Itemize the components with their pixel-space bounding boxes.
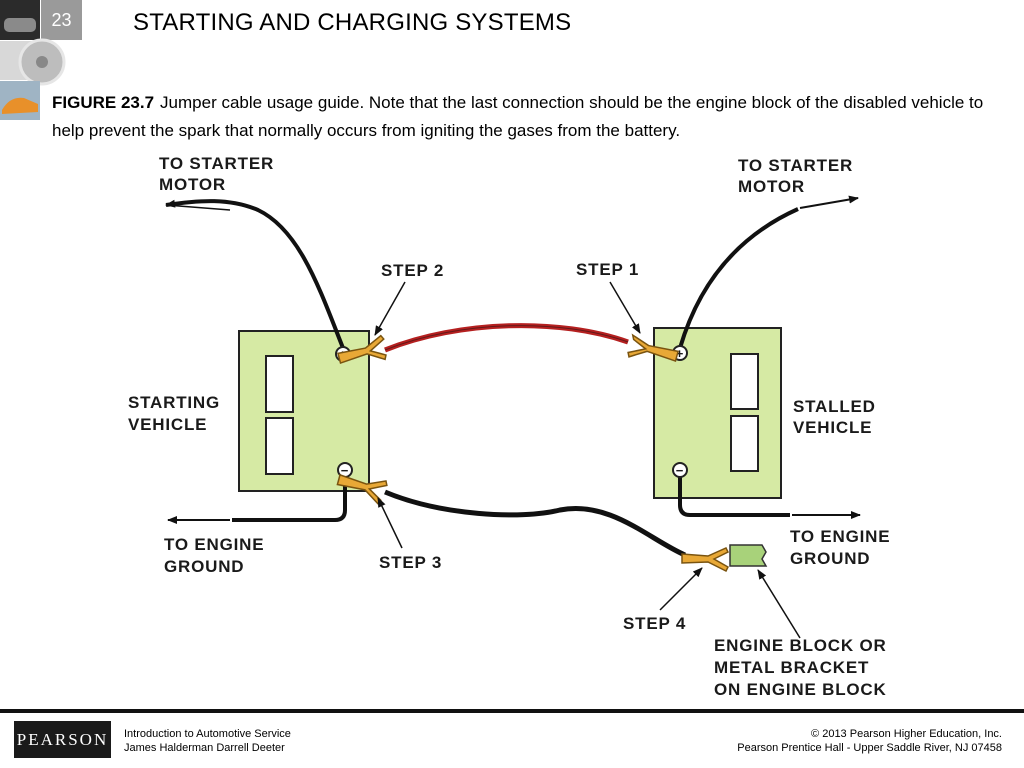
page-title: STARTING AND CHARGING SYSTEMS [133, 9, 572, 36]
stalled-negative-terminal: − [672, 462, 688, 478]
label-ground-right: GROUND [790, 549, 870, 568]
label-to-engine-left: TO ENGINE [164, 535, 264, 554]
label-step3: STEP 3 [379, 553, 442, 572]
starter-cable-right [678, 207, 799, 349]
footer-copyright: © 2013 Pearson Higher Education, Inc. Pe… [737, 727, 1002, 755]
jumper-cable-diagram: + − + − TO STARTER MOTOR TO STARTER MOTO… [128, 154, 890, 699]
label-step2: STEP 2 [381, 261, 444, 280]
label-ground-left: GROUND [164, 557, 244, 576]
footer-book-title: Introduction to Automotive Service [124, 728, 291, 740]
label-to-starter-right: TO STARTER [738, 156, 853, 175]
label-step1: STEP 1 [576, 260, 639, 279]
label-starting-vehicle: VEHICLE [128, 415, 207, 434]
label-starting: STARTING [128, 393, 220, 412]
clamp-step1 [627, 333, 680, 363]
label-step4: STEP 4 [623, 614, 686, 633]
label-motor-left: MOTOR [159, 175, 226, 194]
footer-divider [0, 709, 1024, 713]
footer-copyright-line: © 2013 Pearson Higher Education, Inc. [811, 728, 1002, 740]
pearson-logo: PEARSON [14, 721, 111, 758]
svg-text:−: − [341, 463, 349, 478]
clamp-step2 [336, 334, 387, 365]
figure-label: FIGURE 23.7 [52, 93, 155, 112]
slide-number: 23 [51, 9, 72, 30]
svg-text:+: + [676, 346, 684, 361]
clamp-step3 [336, 473, 388, 505]
footer-publisher: Pearson Prentice Hall - Upper Saddle Riv… [737, 742, 1002, 754]
ground-cable-left [232, 470, 347, 522]
starter-cable-left [165, 199, 345, 349]
label-to-engine-right: TO ENGINE [790, 527, 890, 546]
label-motor-right: MOTOR [738, 177, 805, 196]
clamp-step4 [681, 547, 730, 573]
label-stalled: STALLED [793, 397, 876, 416]
header-thumbnails [0, 0, 82, 120]
svg-text:−: − [676, 463, 684, 478]
starting-negative-terminal: − [337, 462, 353, 478]
footer-book-info: Introduction to Automotive Service James… [124, 727, 291, 755]
footer-authors: James Halderman Darrell Deeter [124, 742, 285, 754]
label-to-starter-left: TO STARTER [159, 154, 274, 173]
engine-block-bracket [729, 544, 768, 567]
label-engine-block-1: ENGINE BLOCK OR [714, 636, 887, 655]
label-stalled-vehicle: VEHICLE [793, 418, 872, 437]
label-engine-block-3: ON ENGINE BLOCK [714, 680, 887, 699]
ground-cable-right [678, 470, 790, 517]
label-engine-block-2: METAL BRACKET [714, 658, 869, 677]
black-jumper-cable [384, 489, 686, 558]
caption-text: Jumper cable usage guide. Note that the … [52, 93, 984, 140]
number-tile [41, 0, 82, 40]
